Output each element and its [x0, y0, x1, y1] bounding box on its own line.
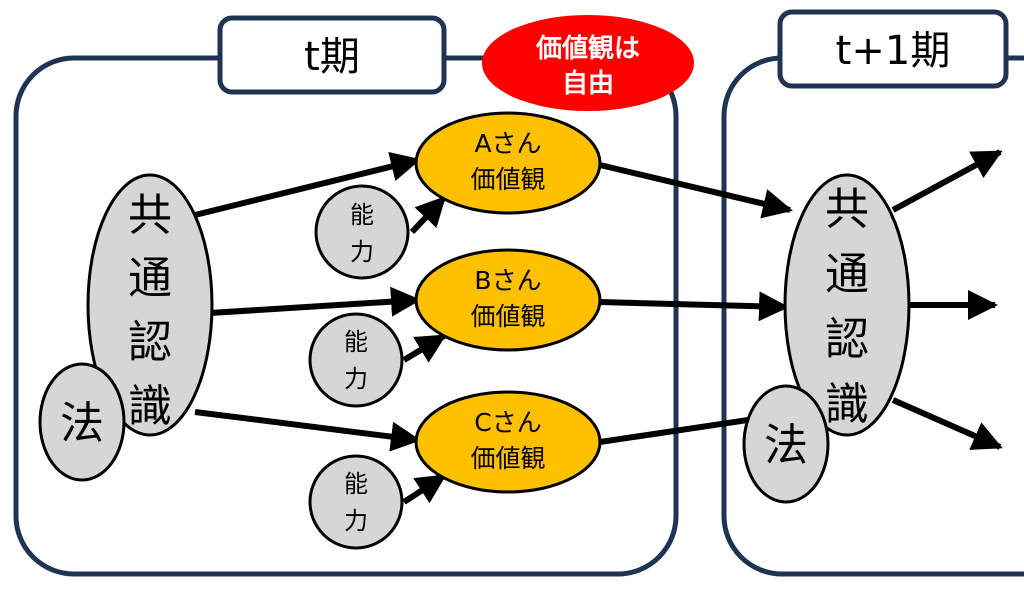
- arrow-next-out-3: [891, 397, 1003, 450]
- person-a-name: Aさん: [474, 129, 541, 158]
- arrow-ability-to-b: [402, 333, 447, 363]
- next-common-char-2: 通: [825, 249, 869, 300]
- arrow-ability-to-c: [402, 473, 447, 505]
- common-char-2: 通: [128, 253, 172, 304]
- period-t-title: t期: [304, 34, 360, 80]
- badge-line1: 価値観は: [535, 33, 640, 64]
- ability-b-line2: 力: [344, 365, 368, 393]
- common-char-4: 識: [128, 381, 172, 432]
- badge-line2: 自由: [562, 68, 614, 99]
- ability-b-line1: 能: [344, 328, 368, 356]
- common-understanding-t1: 共 通 認 識: [783, 173, 911, 437]
- law-t1: 法: [742, 384, 830, 504]
- person-a-values: 価値観: [470, 165, 545, 194]
- person-b: Bさん 価値観: [414, 248, 602, 352]
- law-t-label: 法: [60, 398, 104, 449]
- ability-a-line1: 能: [350, 201, 374, 229]
- arrow-next-out-1: [891, 149, 1003, 213]
- ability-c: 能 力: [308, 454, 404, 550]
- common-char-1: 共: [128, 190, 172, 241]
- period-t1-title-box: t+1期: [777, 9, 1009, 89]
- person-c-values: 価値観: [470, 444, 545, 473]
- arrow-common-to-b: [209, 286, 421, 317]
- person-b-values: 価値観: [470, 302, 545, 331]
- ability-b: 能 力: [308, 312, 404, 408]
- arrow-b-to-next: [599, 291, 789, 322]
- next-common-char-1: 共: [825, 184, 869, 235]
- ability-c-line1: 能: [344, 470, 368, 498]
- person-b-name: Bさん: [474, 266, 541, 295]
- period-t-title-box: t期: [217, 15, 447, 95]
- common-understanding-t: 共 通 認 識: [86, 173, 214, 437]
- arrow-common-to-c: [194, 409, 421, 452]
- person-a: Aさん 価値観: [414, 111, 602, 215]
- person-c: Cさん 価値観: [414, 390, 602, 494]
- ability-c-line2: 力: [344, 507, 368, 535]
- law-t1-label: 法: [764, 420, 808, 471]
- period-t1-title: t+1期: [836, 28, 951, 74]
- next-common-char-4: 識: [825, 379, 869, 430]
- law-t: 法: [38, 362, 126, 482]
- common-char-3: 認: [128, 317, 172, 368]
- arrow-ability-to-a: [409, 195, 447, 235]
- arrow-common-to-a: [194, 151, 421, 218]
- values-free-badge: 価値観は 自由: [482, 15, 694, 111]
- arrow-a-to-next: [599, 162, 793, 219]
- next-common-char-3: 認: [825, 314, 869, 365]
- ability-a-line2: 力: [350, 238, 374, 266]
- ability-a: 能 力: [314, 184, 410, 280]
- person-c-name: Cさん: [474, 408, 541, 437]
